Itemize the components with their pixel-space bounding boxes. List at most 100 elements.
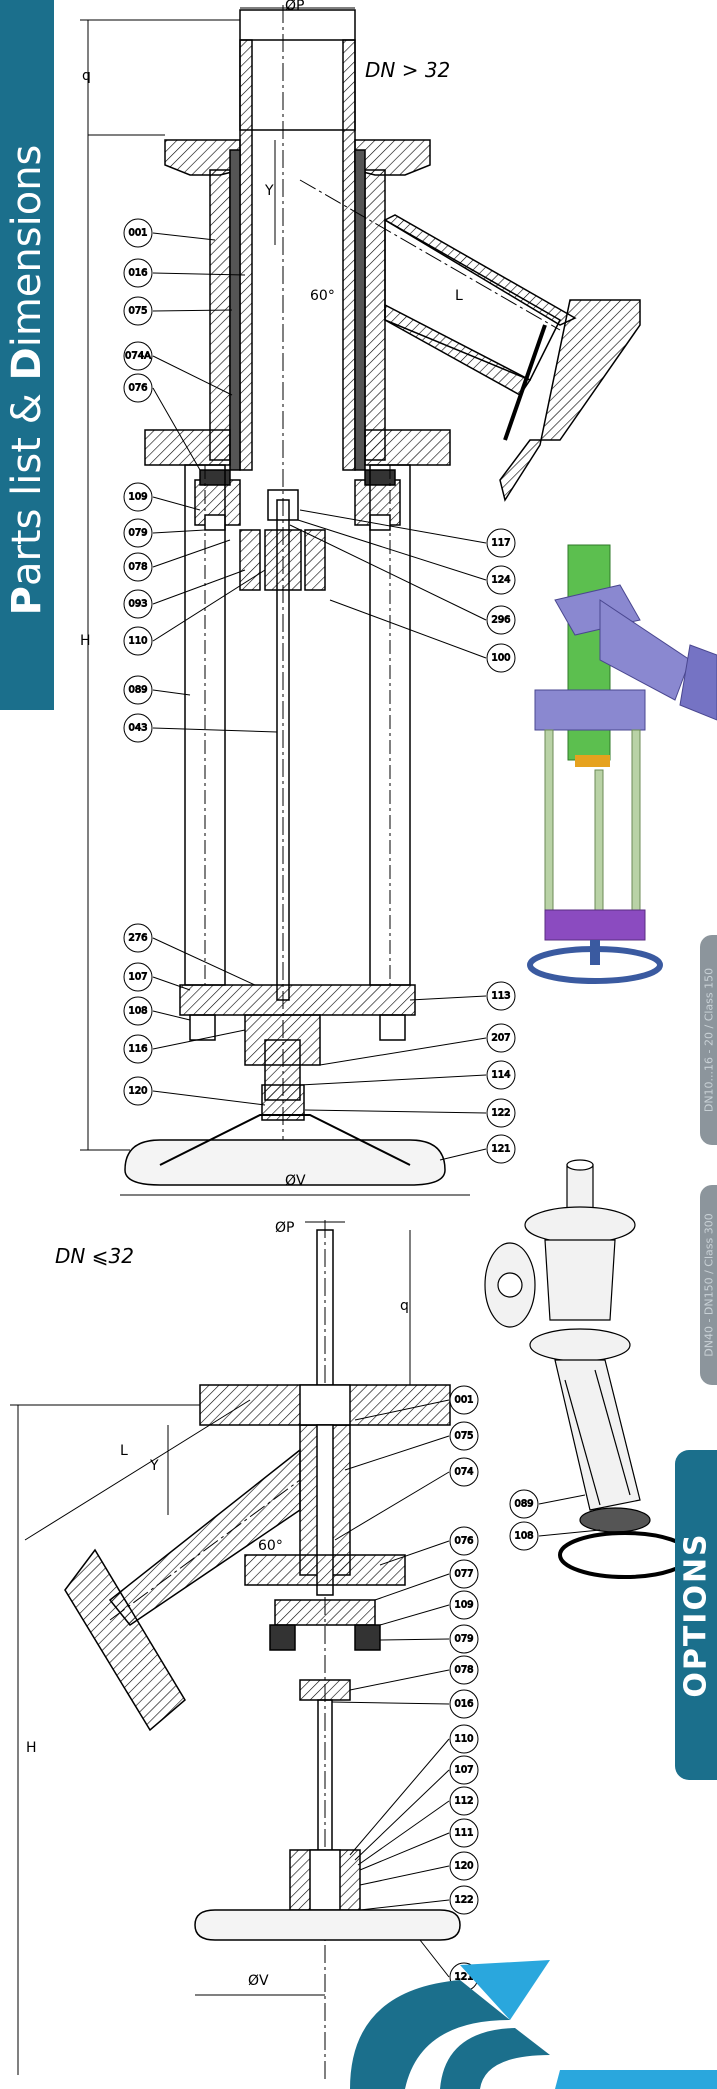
iso-callouts: 089 108 (509, 1489, 601, 1551)
callout-107: 107 (123, 962, 191, 992)
top-section-drawing (80, 5, 641, 1196)
svg-text:296: 296 (491, 615, 510, 626)
svg-text:075: 075 (454, 1431, 473, 1442)
callout-076: 076 (123, 373, 201, 471)
callout-117: 117 (299, 509, 516, 558)
tab-dn10-class150[interactable]: DN10...16 - 20 / Class 150 (700, 935, 717, 1145)
svg-text:016: 016 (128, 268, 147, 279)
callout-078: 078 (123, 539, 231, 582)
callout-b078: 078 (349, 1655, 479, 1691)
callout-b111: 111 (359, 1818, 479, 1871)
svg-text:001: 001 (128, 228, 147, 239)
company-logo (350, 1960, 717, 2089)
dim-v-top: ØV (285, 1173, 306, 1189)
callout-122: 122 (304, 1098, 516, 1128)
callout-043: 043 (123, 713, 278, 743)
svg-text:116: 116 (128, 1044, 147, 1055)
callout-093: 093 (123, 569, 246, 619)
callout-b016: 016 (331, 1689, 479, 1719)
callout-116: 116 (123, 1029, 246, 1064)
svg-text:111: 111 (454, 1828, 473, 1839)
dim-h-top: H (80, 633, 91, 649)
svg-text:075: 075 (128, 306, 147, 317)
tab-dn40-class300[interactable]: DN40 - DN150 / Class 300 (700, 1185, 717, 1385)
valve-3d-model (527, 510, 717, 990)
svg-text:276: 276 (128, 933, 147, 944)
callout-114: 114 (299, 1060, 516, 1090)
dim-y-bottom: Y (149, 1458, 159, 1474)
svg-text:113: 113 (491, 991, 510, 1002)
callout-108: 108 (123, 996, 191, 1026)
dim-v-bottom: ØV (248, 1973, 269, 1989)
callout-016: 016 (123, 258, 246, 288)
top-callouts-right: 117 124 296 100 113 207 114 122 121 (289, 509, 516, 1164)
svg-text:109: 109 (128, 492, 147, 503)
svg-text:121: 121 (491, 1144, 510, 1155)
options-tab[interactable]: OPTIONS (675, 1450, 717, 1780)
svg-text:079: 079 (454, 1634, 473, 1645)
callout-113: 113 (409, 981, 516, 1011)
svg-text:001: 001 (454, 1395, 473, 1406)
callout-b109: 109 (379, 1590, 479, 1626)
svg-text:043: 043 (128, 723, 147, 734)
dn-heading-top: DN > 32 (365, 58, 450, 82)
dim-angle-bottom: 60° (258, 1538, 283, 1554)
svg-text:117: 117 (491, 538, 510, 549)
callout-100: 100 (329, 599, 516, 673)
svg-text:110: 110 (128, 636, 147, 647)
valve-iso-view (484, 1159, 692, 1579)
dim-y-top: Y (264, 183, 274, 199)
callout-075: 075 (123, 296, 233, 326)
callout-iso-108: 108 (509, 1521, 601, 1551)
callout-b076: 076 (379, 1526, 479, 1566)
callout-b110: 110 (349, 1724, 479, 1856)
svg-text:109: 109 (454, 1600, 473, 1611)
svg-text:120: 120 (128, 1086, 147, 1097)
svg-text:108: 108 (128, 1006, 147, 1017)
dim-l-top: L (455, 288, 463, 304)
sidebar-banner: Parts list & Dimensions (0, 0, 54, 710)
top-dimension-labels: ØP ØV H q Y L 60° DN > 32 (80, 0, 463, 1189)
callout-079: 079 (123, 518, 206, 548)
svg-text:074: 074 (454, 1467, 473, 1478)
callout-b077: 077 (374, 1559, 479, 1601)
svg-text:074A: 074A (125, 351, 151, 362)
svg-text:122: 122 (491, 1108, 510, 1119)
svg-text:079: 079 (128, 528, 147, 539)
svg-text:089: 089 (514, 1499, 533, 1510)
svg-text:110: 110 (454, 1734, 473, 1745)
dim-p-bottom: ØP (275, 1220, 294, 1236)
callout-b001: 001 (354, 1385, 479, 1421)
svg-text:124: 124 (491, 575, 510, 586)
svg-text:107: 107 (128, 972, 147, 983)
svg-text:078: 078 (454, 1665, 473, 1676)
callout-296: 296 (289, 524, 516, 635)
callout-001: 001 (123, 218, 216, 248)
callout-109: 109 (123, 482, 201, 512)
callout-b107: 107 (354, 1755, 479, 1861)
svg-text:100: 100 (491, 653, 510, 664)
dim-q-top: q (82, 68, 91, 84)
callout-089: 089 (123, 675, 191, 705)
callout-074a: 074A (123, 341, 233, 396)
bottom-dimension-labels: ØP ØV H q Y L 60° DN ⩽32 (26, 1220, 409, 1989)
svg-text:077: 077 (454, 1569, 473, 1580)
svg-text:120: 120 (454, 1861, 473, 1872)
callout-b075: 075 (344, 1421, 479, 1471)
svg-text:122: 122 (454, 1895, 473, 1906)
callout-iso-089: 089 (509, 1489, 586, 1519)
dim-l-bottom: L (120, 1443, 128, 1459)
bottom-section-drawing (10, 1220, 461, 2080)
svg-text:076: 076 (128, 383, 147, 394)
dn-heading-bottom: DN ⩽32 (55, 1244, 134, 1268)
dim-q-bottom: q (400, 1298, 409, 1314)
svg-text:112: 112 (454, 1796, 473, 1807)
callout-124: 124 (297, 519, 516, 595)
svg-text:207: 207 (491, 1033, 510, 1044)
dim-angle-top: 60° (310, 288, 335, 304)
callout-b122: 122 (359, 1885, 479, 1915)
svg-text:108: 108 (514, 1531, 533, 1542)
svg-text:089: 089 (128, 685, 147, 696)
svg-text:016: 016 (454, 1699, 473, 1710)
